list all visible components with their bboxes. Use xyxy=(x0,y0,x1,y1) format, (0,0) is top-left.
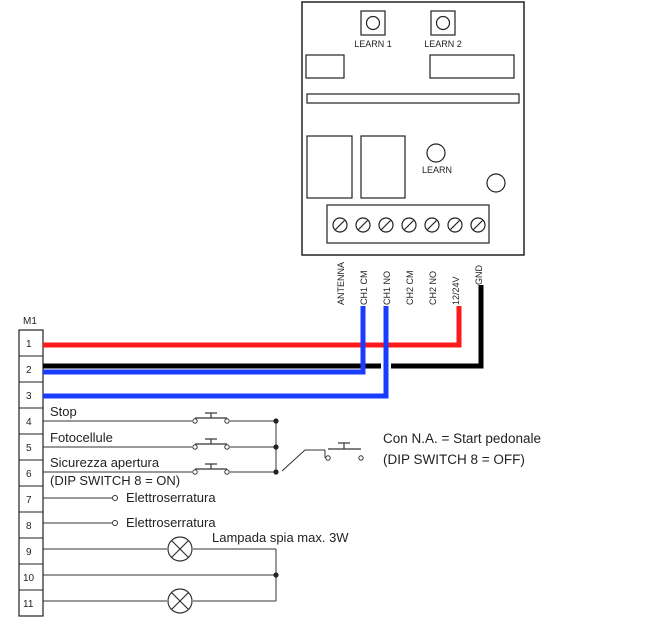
terminal-label-gnd: GND xyxy=(474,265,484,286)
strip-terminal-9: 9 xyxy=(26,547,32,558)
terminal-screw xyxy=(470,217,486,233)
strip-terminal-4: 4 xyxy=(26,417,32,428)
wire-black-gnd xyxy=(391,285,484,369)
strip-terminal-3: 3 xyxy=(26,391,32,402)
terminal-screw xyxy=(332,217,348,233)
lamp-2 xyxy=(167,588,193,614)
junction-dots xyxy=(273,418,279,578)
terminal-screw xyxy=(378,217,394,233)
learn2-button-knob xyxy=(435,15,451,31)
board-terminal-labels: ANTENNA CH1 CM CH1 NO CH2 CM CH2 NO 12/2… xyxy=(336,262,484,305)
relay-2 xyxy=(360,135,406,199)
terminal-screw xyxy=(355,217,371,233)
led-indicator xyxy=(486,173,506,193)
label-dip-on: (DIP SWITCH 8 = ON) xyxy=(50,473,180,488)
learn-button[interactable] xyxy=(426,143,446,163)
receiver-board: LEARN 1 LEARN 2 LEARN xyxy=(301,1,525,256)
wire-red-12-24v xyxy=(43,306,462,348)
strip-dividers xyxy=(19,355,43,591)
wire-blue-ch1-cm xyxy=(43,306,366,375)
terminal-label-antenna: ANTENNA xyxy=(336,262,346,305)
terminal-label-ch1-cm: CH1 CM xyxy=(359,270,369,305)
terminal-label-ch2-no: CH2 NO xyxy=(428,271,438,305)
contact-sicurezza xyxy=(192,463,230,475)
contact-stop xyxy=(192,412,230,424)
terminal-screw xyxy=(447,217,463,233)
board-strip xyxy=(306,93,520,104)
contact-fotocellule xyxy=(192,438,230,450)
relay-1 xyxy=(306,135,353,199)
terminal-label-12-24v: 12/24V xyxy=(451,276,461,305)
strip-terminal-2: 2 xyxy=(26,365,32,376)
label-dip-off: (DIP SWITCH 8 = OFF) xyxy=(383,452,525,467)
strip-terminal-10: 10 xyxy=(23,573,35,584)
terminal-label-ch2-cm: CH2 CM xyxy=(405,270,415,305)
label-stop: Stop xyxy=(50,404,77,419)
learn2-label: LEARN 2 xyxy=(424,39,462,49)
strip-terminal-6: 6 xyxy=(26,469,32,480)
control-wiring xyxy=(43,420,325,602)
learn-label: LEARN xyxy=(422,165,452,175)
label-elettroserratura-1: Elettroserratura xyxy=(126,490,216,505)
wire-blue-ch1-no xyxy=(43,306,389,399)
board-component-right xyxy=(429,54,515,79)
strip-terminal-7: 7 xyxy=(26,495,32,506)
strip-terminal-1: 1 xyxy=(26,339,32,350)
terminal-strip-m1: M1 1 2 3 4 5 6 7 8 9 10 11 xyxy=(18,316,44,617)
label-lampada: Lampada spia max. 3W xyxy=(212,530,349,545)
learn1-button-knob xyxy=(365,15,381,31)
strip-terminal-8: 8 xyxy=(26,521,32,532)
label-con-na: Con N.A. = Start pedonale xyxy=(383,431,541,446)
terminal-screws xyxy=(332,217,486,233)
contact-pedonale xyxy=(324,442,364,461)
terminal-screw xyxy=(424,217,440,233)
strip-terminal-5: 5 xyxy=(26,443,32,454)
label-sicurezza: Sicurezza apertura xyxy=(50,455,160,470)
elettroserratura-2-endpoint xyxy=(112,520,118,526)
label-elettroserratura-2: Elettroserratura xyxy=(126,515,216,530)
board-component-left xyxy=(305,54,345,79)
terminal-label-ch1-no: CH1 NO xyxy=(382,271,392,305)
strip-outline xyxy=(18,329,44,617)
power-wires xyxy=(43,285,484,399)
lamp-1 xyxy=(167,536,193,562)
learn1-label: LEARN 1 xyxy=(354,39,392,49)
strip-terminal-11: 11 xyxy=(23,599,34,610)
label-fotocellule: Fotocellule xyxy=(50,430,113,445)
strip-title: M1 xyxy=(23,316,37,327)
terminal-screw xyxy=(401,217,417,233)
elettroserratura-1-endpoint xyxy=(112,495,118,501)
